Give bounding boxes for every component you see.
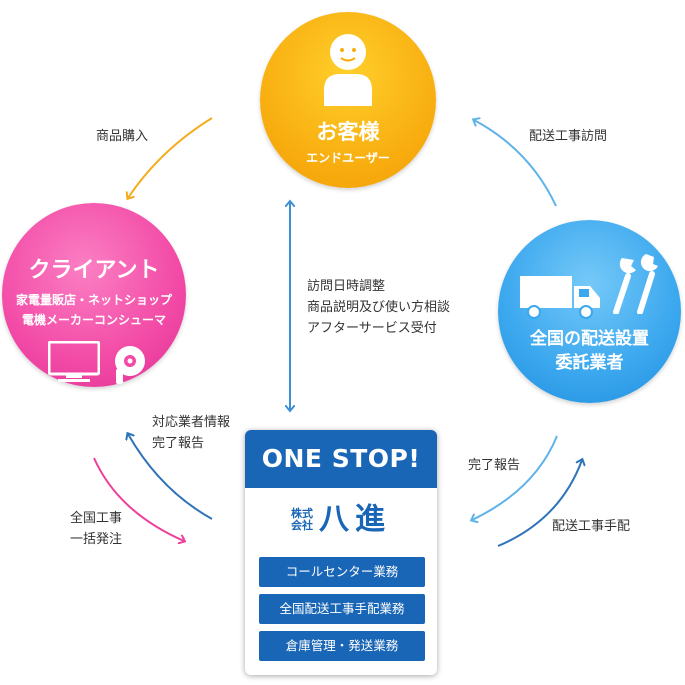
label-center-line: 商品説明及び使い方相談 [307,300,451,315]
customer-title: お客様 [316,120,380,144]
completion-report-arrow [472,435,558,520]
label-vendor-report-line: 完了報告 [152,436,205,451]
label-center-line: 訪問日時調整 [307,279,386,294]
client-node: クライアント 家電量販店・ネットショップ 電機メーカーコンシューマ [2,203,186,387]
label-install-visit: 配送工事訪問 [529,129,608,144]
client-line2: 電機メーカーコンシューマ [21,313,166,327]
client-line1: 家電量販店・ネットショップ [15,293,172,307]
contractor-node: 全国の配送設置 委託業者 [498,220,681,403]
customer-subtitle: エンドユーザー [306,151,390,165]
service-warehouse: 倉庫管理・発送業務 [259,631,425,661]
contractor-title-line1: 全国の配送設置 [530,329,649,349]
label-vendor-report: 対応業者情報 完了報告 [152,412,230,454]
customer-node: お客様 エンドユーザー [260,12,436,188]
label-center: 訪問日時調整 商品説明及び使い方相談 アフターサービス受付 [307,276,450,339]
bulk-order-arrow [93,457,184,541]
hairdryer-icon [115,346,145,384]
label-bulk-order-line: 全国工事 [70,511,123,526]
install-visit-arrow [474,120,557,207]
service-delivery-arrangement: 全国配送工事手配業務 [259,594,425,624]
onestop-card: ONE STOP! 株式 会社 八進 コールセンター業務 全国配送工事手配業務 … [245,430,437,675]
label-bulk-order: 全国工事 一括発注 [70,508,122,550]
company-name: 八進 [319,502,391,537]
company-logo: 株式 会社 八進 [245,502,437,542]
onestop-heading: ONE STOP! [245,430,437,488]
client-title: クライアント [28,258,160,283]
company-prefix-bottom: 会社 [291,519,313,532]
label-completion-report: 完了報告 [468,458,521,473]
contractor-title-line2: 委託業者 [555,353,624,373]
label-arrange-install: 配送工事手配 [552,519,631,534]
purchase-arrow [128,117,213,198]
label-vendor-report-line: 対応業者情報 [152,415,231,430]
company-prefix: 株式 会社 [291,508,313,532]
label-purchase: 商品購入 [96,129,149,144]
truck-icon [520,276,600,319]
label-center-line: アフターサービス受付 [307,321,437,336]
vendor-report-arrow [128,434,213,520]
company-prefix-top: 株式 [291,507,313,520]
label-bulk-order-line: 一括発注 [70,532,123,547]
arrange-install-arrow [497,460,582,547]
wrench-icon [613,254,658,314]
tv-icon [48,341,100,382]
person-icon [324,34,372,106]
service-call-center: コールセンター業務 [259,557,425,587]
